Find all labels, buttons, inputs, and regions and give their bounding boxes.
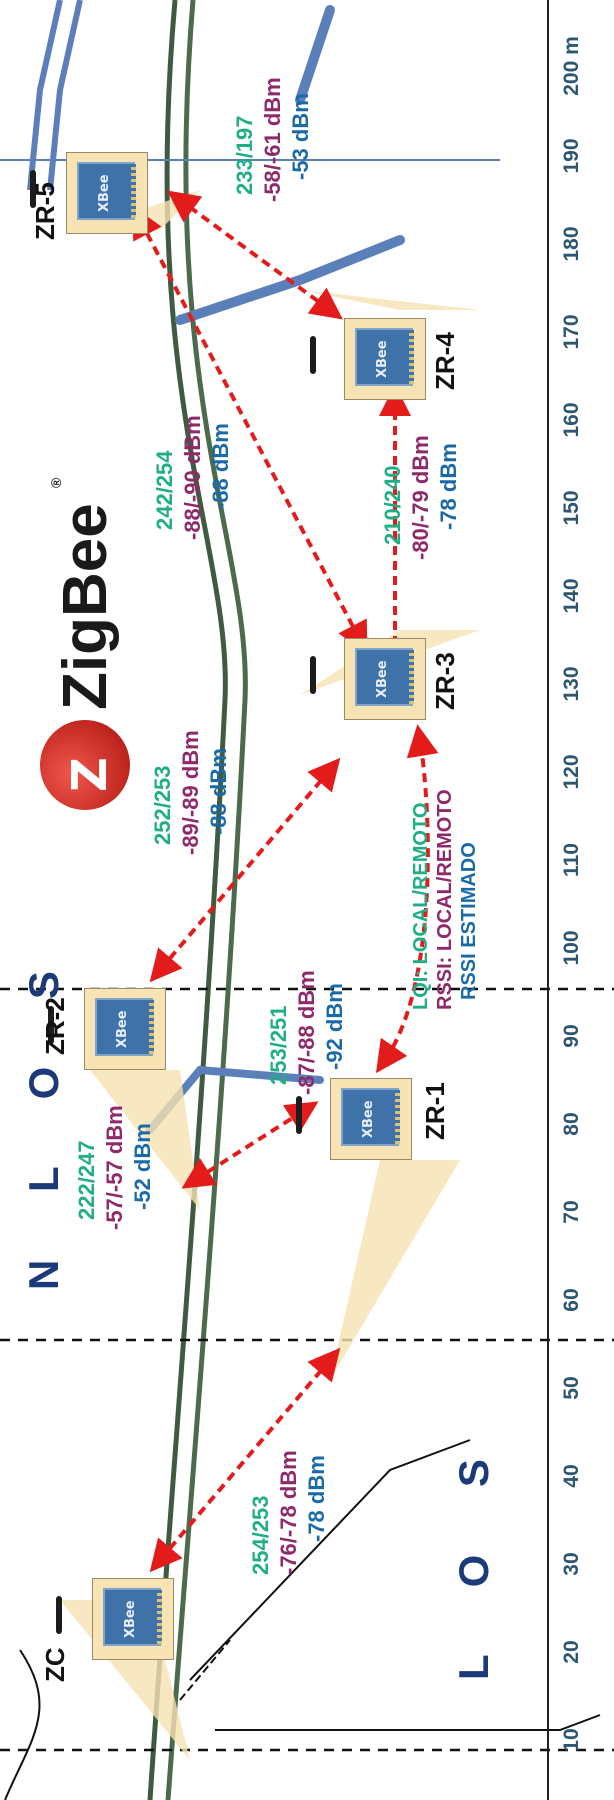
xbee-module-zr1: XBee xyxy=(330,1078,412,1160)
xbee-module-zr5: XBee xyxy=(66,152,148,234)
link-zc-zr1 xyxy=(149,1347,341,1573)
xbee-label: XBee xyxy=(123,1600,138,1638)
node-label-zr2: ZR-2 xyxy=(40,997,70,1055)
link-lqi: 242/254 xyxy=(152,450,177,530)
boundary-line-1 xyxy=(4,1649,41,1800)
xbee-label: XBee xyxy=(97,174,112,212)
link-est: -92 dBm xyxy=(322,983,347,1070)
axis-tick: 180 xyxy=(560,226,583,262)
link-est: -78 dBm xyxy=(304,1455,329,1542)
link-rssi: -87/-88 dBm xyxy=(294,970,319,1095)
axis-tick: 90 xyxy=(560,1024,583,1048)
node-label-zr4: ZR-4 xyxy=(430,332,460,390)
link-est: -88 dBm xyxy=(206,748,231,835)
axis-tick: 190 xyxy=(560,138,583,174)
boundary-line-4 xyxy=(179,1639,231,1701)
callout-zr2 xyxy=(90,1070,200,1210)
node-label-zr1: ZR-1 xyxy=(420,1082,450,1140)
axis-tick: 60 xyxy=(560,1288,583,1312)
axis-tick: 70 xyxy=(560,1200,583,1224)
link-lqi: 253/251 xyxy=(266,1005,291,1085)
xbee-module-zr2: XBee xyxy=(84,988,166,1070)
antenna-zc-icon xyxy=(56,1596,62,1634)
zigbee-logo-registered-mark: ® xyxy=(48,477,64,488)
link-zr2-zr3 xyxy=(149,757,341,983)
link-rssi: -76/-78 dBm xyxy=(276,1450,301,1575)
link-rssi: -57/-57 dBm xyxy=(102,1105,127,1230)
axis-tick: 50 xyxy=(560,1376,583,1400)
node-label-zc: ZC xyxy=(40,1647,70,1682)
node-label-zr3: ZR-3 xyxy=(430,652,460,710)
node-label-zr5: ZR-5 xyxy=(30,182,60,240)
link-est: -78 dBm xyxy=(436,443,461,530)
xbee-module-zr4: XBee xyxy=(344,318,426,400)
zigbee-logo-mark-icon: Z xyxy=(40,720,130,810)
legend-rssi: RSSI: LOCAL/REMOTO xyxy=(434,789,456,1010)
link-lqi: 254/253 xyxy=(248,1495,273,1575)
power-structure-right-1 xyxy=(27,0,63,191)
xbee-module-zr3: XBee xyxy=(344,638,426,720)
antenna-zr3-icon xyxy=(310,656,316,694)
link-est: -52 dBm xyxy=(130,1123,155,1210)
link-lqi: 222/247 xyxy=(74,1140,99,1220)
axis-tick: 150 xyxy=(560,490,583,526)
boundary-line-2 xyxy=(215,1714,601,1731)
axis-tick: 100 xyxy=(560,930,583,966)
axis-tick: 20 xyxy=(560,1640,583,1664)
callout-zr1 xyxy=(330,1160,460,1380)
link-est: -53 dBm xyxy=(288,93,313,180)
axis-tick: 120 xyxy=(560,754,583,790)
axis-tick: 10 xyxy=(560,1728,583,1752)
link-zr4-zr5 xyxy=(167,190,343,320)
zone-label-los: L O S xyxy=(450,1431,497,1680)
link-zr2-zr1 xyxy=(181,1101,319,1189)
legend-est: RSSI ESTIMADO xyxy=(458,842,480,1000)
xbee-label: XBee xyxy=(375,340,390,378)
xbee-module-zc: XBee xyxy=(92,1578,174,1660)
road-line-bottom xyxy=(165,0,248,1800)
zigbee-logo-text: ZigBee xyxy=(51,503,120,710)
link-est: -88 dBm xyxy=(208,423,233,510)
zone-label-nlos: N L O S xyxy=(20,943,67,1290)
axis-tick: 200 m xyxy=(560,36,583,96)
xbee-label: XBee xyxy=(115,1010,130,1048)
link-rssi: -88/-90 dBm xyxy=(180,415,205,540)
axis-tick: 80 xyxy=(560,1112,583,1136)
link-rssi: -89/-89 dBm xyxy=(178,730,203,855)
power-structure-right-3 xyxy=(295,5,335,105)
link-lqi: 210/240 xyxy=(380,465,405,545)
antenna-zr4-icon xyxy=(310,336,316,374)
axis-tick: 110 xyxy=(560,843,583,877)
axis-tick: 40 xyxy=(560,1464,583,1488)
axis-tick: 170 xyxy=(560,314,583,350)
power-structure-right-2 xyxy=(47,0,83,191)
xbee-label: XBee xyxy=(361,1100,376,1138)
link-lqi: 233/197 xyxy=(232,115,257,195)
axis-tick: 140 xyxy=(560,578,583,614)
axis-tick: 30 xyxy=(560,1552,583,1576)
legend-lqi: LQI: LOCAL/REMOTO xyxy=(410,802,432,1010)
axis-tick: 160 xyxy=(560,402,583,438)
xbee-label: XBee xyxy=(375,660,390,698)
boundary-line-3 xyxy=(189,1439,471,1681)
link-lqi: 252/253 xyxy=(150,765,175,845)
antenna-zr1-icon xyxy=(296,1096,302,1134)
axis-tick: 130 xyxy=(560,666,583,702)
link-rssi: -80/-79 dBm xyxy=(408,435,433,560)
link-rssi: -58/-61 dBm xyxy=(260,77,285,202)
